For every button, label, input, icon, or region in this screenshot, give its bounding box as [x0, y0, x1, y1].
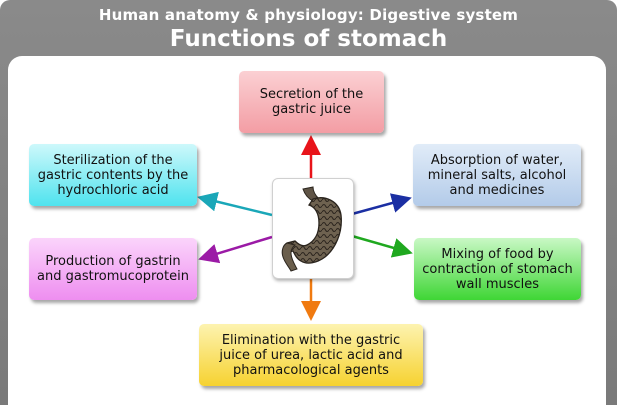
page-title: Functions of stomach	[169, 26, 448, 52]
header-subtitle: Human anatomy & physiology: Digestive sy…	[98, 6, 519, 24]
arrow-mixing	[351, 234, 413, 258]
arrow-sterilization	[197, 191, 273, 217]
box-secretion: Secretion of the gastric juice	[239, 71, 384, 133]
box-absorption: Absorption of water, mineral salts, alco…	[413, 144, 581, 206]
stomach-icon	[281, 186, 342, 272]
box-elimination: Elimination with the gastric juice of ur…	[199, 324, 423, 386]
arrow-absorption	[351, 193, 412, 216]
box-gastrin: Production of gastrin and gastromucoprot…	[29, 238, 197, 300]
arrow-gastrin	[198, 235, 273, 264]
box-mixing: Mixing of food by contraction of stomach…	[414, 238, 581, 300]
stomach-image	[272, 178, 354, 279]
box-sterilization: Sterilization of the gastric contents by…	[29, 144, 197, 206]
